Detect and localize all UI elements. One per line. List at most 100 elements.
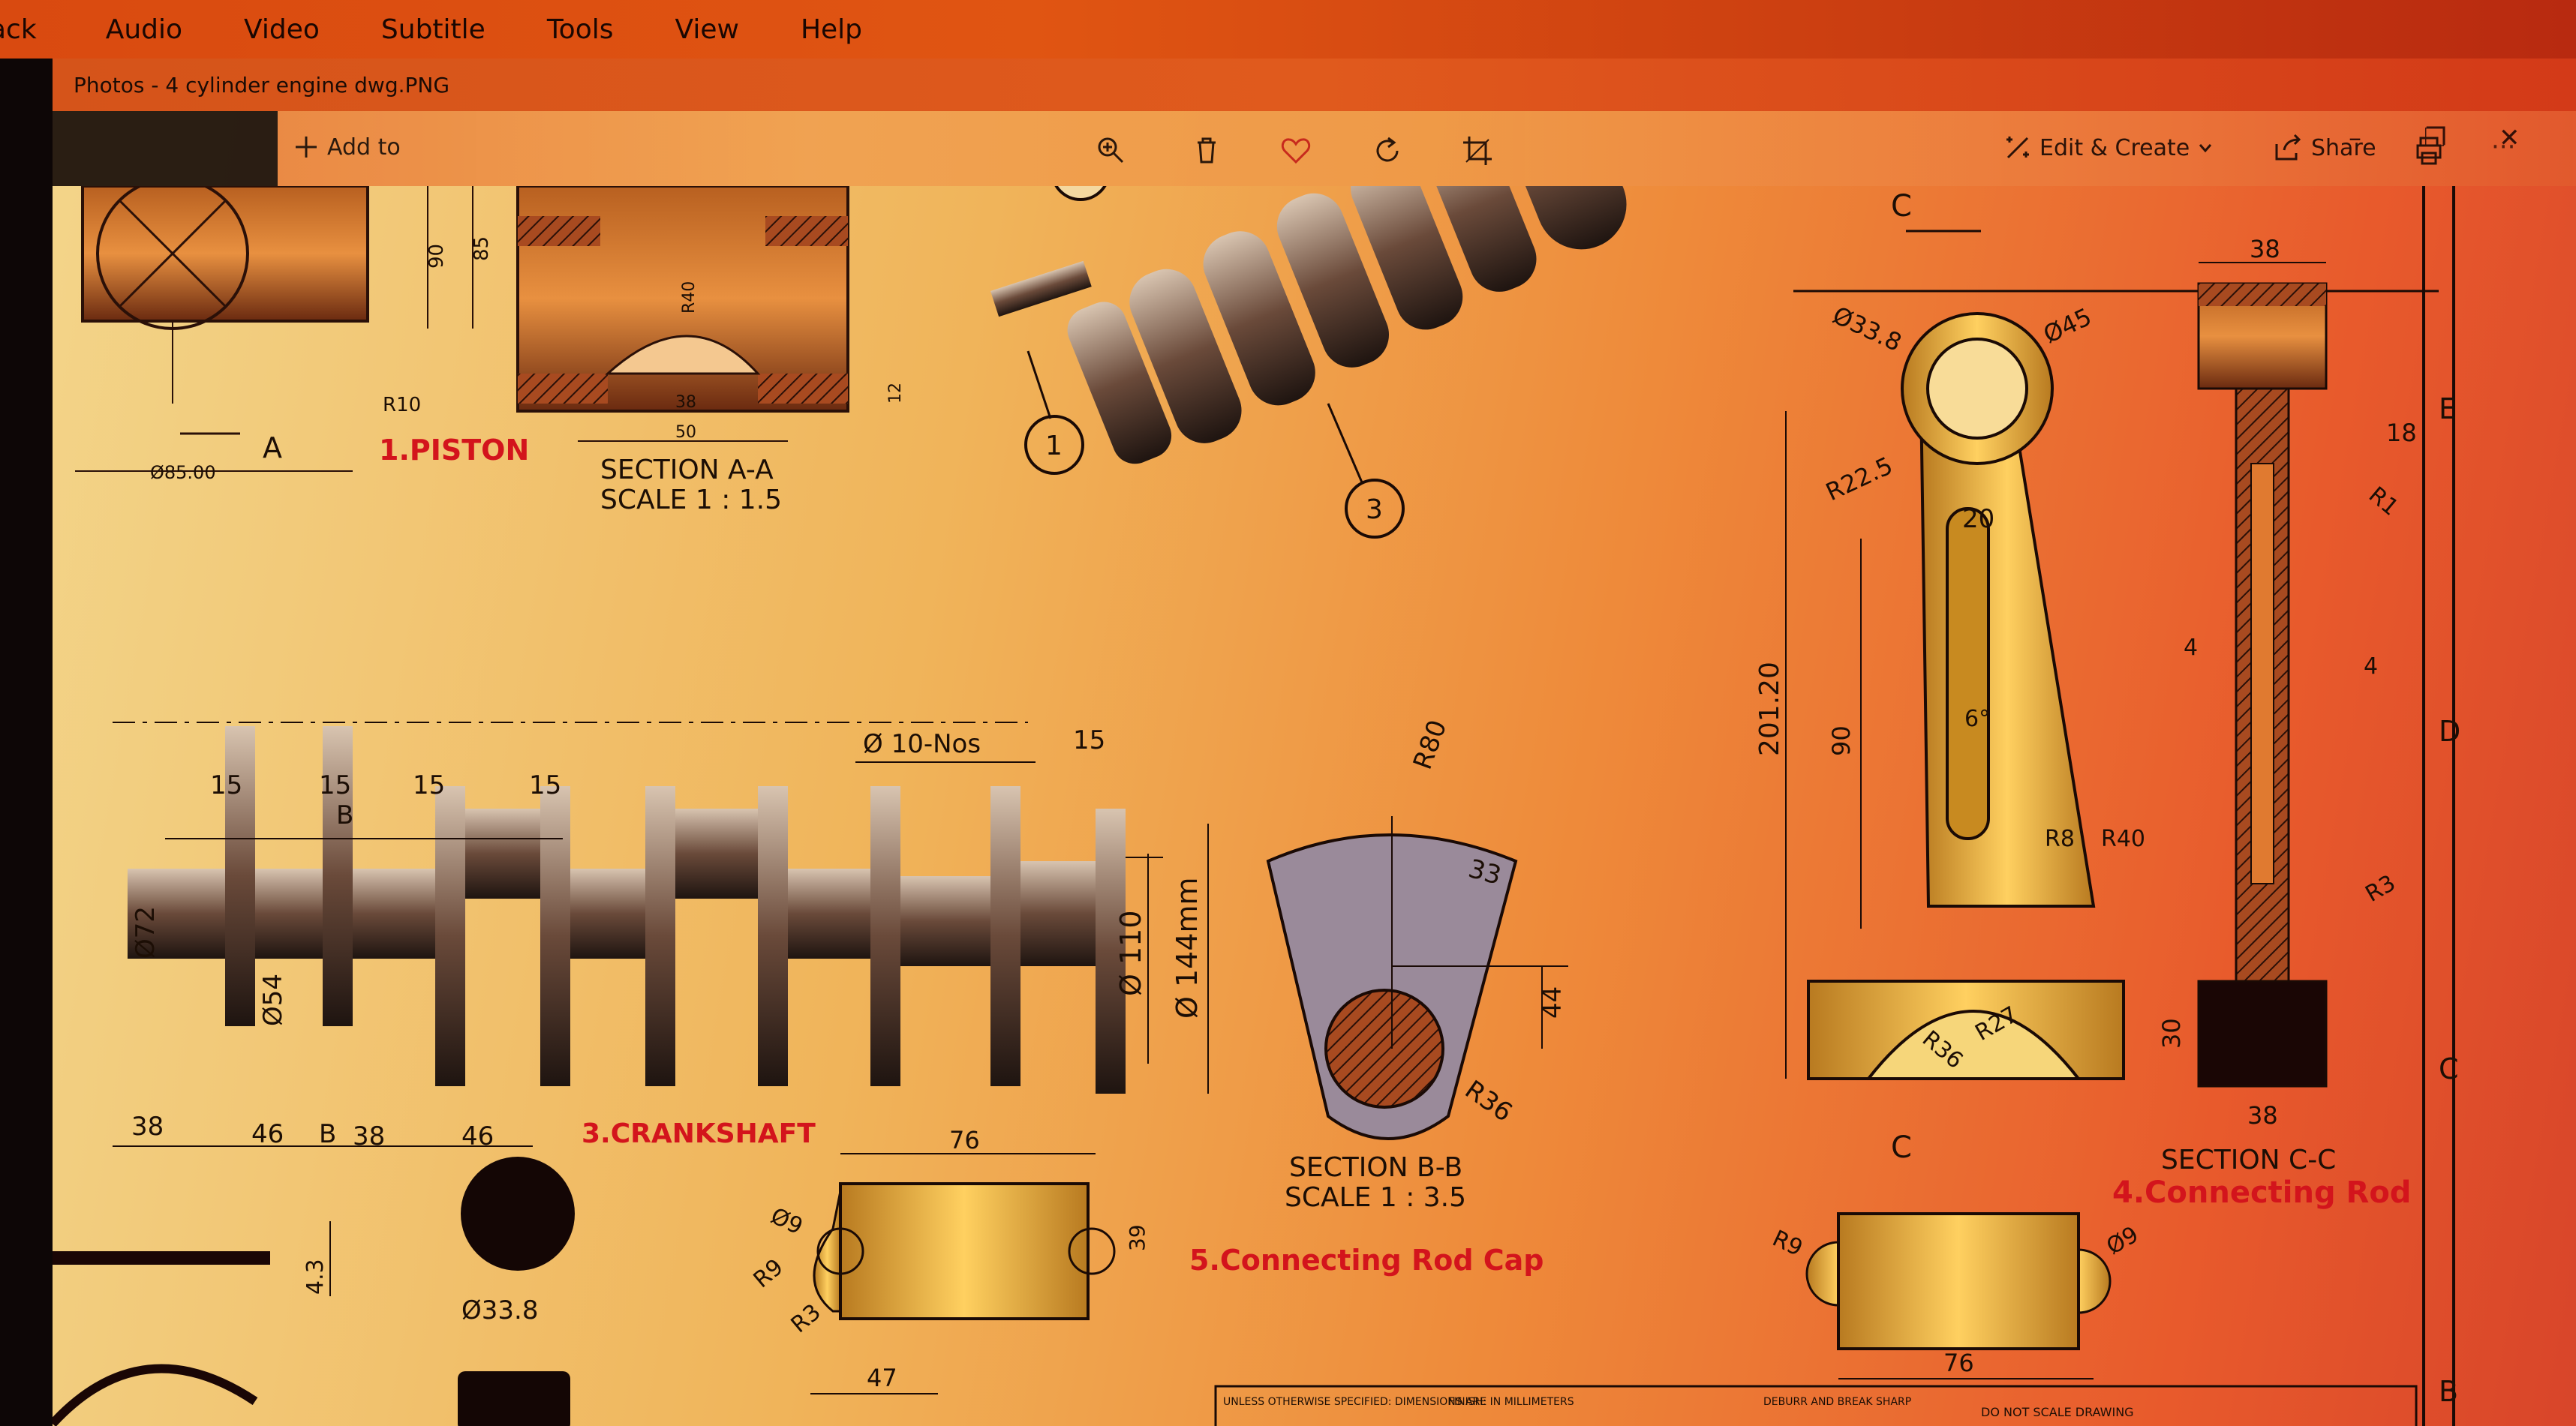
rod-dim-20: 20 (1962, 504, 1994, 534)
share-label: Share (2311, 134, 2376, 161)
menu-item-tools[interactable]: Tools (546, 14, 614, 45)
crank-dim-46-b: 46 (461, 1121, 494, 1151)
rod-cap-title: 5.Connecting Rod Cap (1189, 1244, 1543, 1277)
section-bb-title: SECTION B-B (1289, 1152, 1462, 1183)
border-letter-e: E (2439, 392, 2457, 425)
crank-dim-15-b: 15 (319, 770, 351, 800)
rotate-icon[interactable] (1372, 135, 1403, 167)
rod-cap-dim-76: 76 (949, 1126, 980, 1154)
add-to-button[interactable]: Add to (293, 134, 401, 161)
rod-side-dim-4-b: 4 (2364, 653, 2378, 680)
rod-cap-dim-r9: R9 (749, 1254, 789, 1293)
piston-dim-90: 90 (425, 244, 448, 269)
cap-right-dim-dia9: Ø9 (2103, 1221, 2143, 1260)
section-bb-view: R80 33 44 R36 SECTION B-B SCALE 1 : 3.5 (1266, 716, 1568, 1213)
crank-dim-dia54: Ø54 (258, 974, 288, 1026)
piston-section-scale: SCALE 1 : 1.5 (600, 485, 782, 515)
rod-dim-r8: R8 (2045, 826, 2075, 852)
piston-view: 90 85 R10 Ø85.00 A 1.PISTON R40 38 5 (75, 186, 905, 515)
photos-toolbar: Add to Edit & Create (53, 111, 2576, 186)
piston-title: 1.PISTON (379, 434, 529, 467)
crankshaft-title: 3.CRANKSHAFT (582, 1118, 816, 1149)
rod-dim-90: 90 (1827, 725, 1856, 756)
edit-create-label: Edit & Create (2039, 134, 2190, 161)
more-options-button[interactable]: ··· (2491, 132, 2516, 162)
cap-right-dim-r9: R9 (1769, 1226, 1807, 1262)
crank-dim-15-a: 15 (210, 770, 242, 800)
rod-side-dim-38-bottom: 38 (2247, 1101, 2278, 1130)
rod-dim-6deg: 6° (1964, 706, 1990, 732)
rod-cap-dim-39: 39 (1125, 1224, 1150, 1251)
title-block-units: UNLESS OTHERWISE SPECIFIED: DIMENSIONS A… (1223, 1396, 1574, 1408)
rod-cap-dim-47: 47 (867, 1364, 897, 1392)
menu-item-view[interactable]: View (675, 14, 739, 45)
maximize-button[interactable]: ❐ (2424, 123, 2447, 153)
piston-section-title: SECTION A-A (600, 455, 774, 485)
section-bb-44: 44 (1537, 986, 1568, 1019)
rod-dim-r225: R22.5 (1821, 451, 1897, 506)
bottom-left-dim-43: 4.3 (302, 1259, 329, 1295)
minimize-button[interactable]: – (2349, 123, 2361, 153)
crank-dim-dia110: Ø 110 (1114, 910, 1147, 996)
heart-icon[interactable] (1280, 137, 1312, 165)
menu-item-back[interactable]: ack (0, 14, 37, 45)
crank-dim-dia144: Ø 144mm (1171, 877, 1204, 1019)
rod-section-c-bottom: C (1891, 1130, 1912, 1165)
rod-side-dim-38-top: 38 (2250, 235, 2280, 263)
crank-dim-15-c: 15 (413, 770, 445, 800)
section-bb-r36: R36 (1459, 1075, 1518, 1128)
rod-cap-dim-r3: R3 (786, 1299, 826, 1338)
cap-right-dim-76: 76 (1943, 1349, 1974, 1377)
bottom-left-parts: 4.3 Ø33.8 (53, 1157, 575, 1426)
crank-dim-15-right: 15 (1073, 725, 1105, 755)
connecting-rod-view: 201.20 90 Ø33.8 Ø45 R22.5 20 6° R8 R40 R… (1754, 189, 2439, 1210)
delete-icon[interactable] (1192, 135, 1222, 165)
crank-dim-46-a: 46 (251, 1119, 284, 1149)
piston-dim-r10: R10 (383, 394, 421, 416)
photos-window: Photos - 4 cylinder engine dwg.PNG Add t… (53, 59, 2576, 1426)
rod-dim-30: 30 (2157, 1018, 2186, 1049)
rod-section-c-top: C (1891, 189, 1912, 224)
plus-icon (293, 134, 320, 161)
crop-icon[interactable] (1462, 135, 1493, 167)
balloon-3: 3 (1366, 494, 1383, 525)
title-block-deburr: DEBURR AND BREAK SHARP (1763, 1396, 1911, 1408)
drawing-border: E D C B UNLESS OTHERWISE SPECIFIED: DIME… (1214, 186, 2460, 1426)
crank-dim-15-d: 15 (529, 770, 561, 800)
piston-dim-38: 38 (675, 393, 696, 412)
piston-dim-85: 85 (470, 236, 493, 261)
rod-dim-dia45: Ø45 (2039, 302, 2096, 349)
share-button[interactable]: Share (2274, 134, 2376, 162)
rod-side-dim-r1: R1 (2364, 482, 2403, 521)
crankshaft-view: 15 15 15 15 B Ø72 Ø54 38 46 B 38 46 3.CR… (113, 722, 1209, 1151)
crank-section-b-top: B (336, 800, 353, 830)
edit-create-icon (2003, 134, 2032, 162)
zoom-in-icon[interactable] (1096, 135, 1126, 165)
border-letter-b: B (2439, 1375, 2458, 1408)
menu-item-video[interactable]: Video (244, 14, 320, 45)
piston-dim-50: 50 (675, 423, 696, 442)
rod-side-dim-4-a: 4 (2184, 635, 2198, 661)
title-block-noscale: DO NOT SCALE DRAWING (1981, 1405, 2134, 1419)
rod-dim-r40: R40 (2101, 826, 2145, 852)
border-letter-d: D (2439, 715, 2460, 748)
rod-side-dim-18: 18 (2386, 419, 2417, 447)
border-letter-c: C (2439, 1052, 2459, 1085)
add-to-label: Add to (327, 134, 401, 161)
engine-drawing-image: 90 85 R10 Ø85.00 A 1.PISTON R40 38 5 (53, 186, 2576, 1426)
balloon-1: 1 (1045, 431, 1063, 461)
menu-item-subtitle[interactable]: Subtitle (380, 14, 485, 45)
menu-item-audio[interactable]: Audio (105, 14, 183, 45)
title-block-finish: FINISH: (1448, 1396, 1486, 1408)
piston-dim-12: 12 (886, 383, 905, 404)
back-button[interactable] (53, 111, 278, 186)
crank-section-b-bottom: B (319, 1119, 336, 1149)
window-titlebar: Photos - 4 cylinder engine dwg.PNG (53, 59, 2576, 111)
edit-create-button[interactable]: Edit & Create (2003, 134, 2214, 162)
menu-item-help[interactable]: Help (800, 14, 863, 45)
section-bb-scale: SCALE 1 : 3.5 (1285, 1182, 1466, 1213)
rod-side-dim-r3: R3 (2361, 870, 2400, 908)
close-button[interactable]: ✕ (2499, 123, 2520, 153)
crankshaft-isometric: 5 1 3 (990, 186, 1627, 539)
print-icon[interactable] (2413, 135, 2445, 167)
